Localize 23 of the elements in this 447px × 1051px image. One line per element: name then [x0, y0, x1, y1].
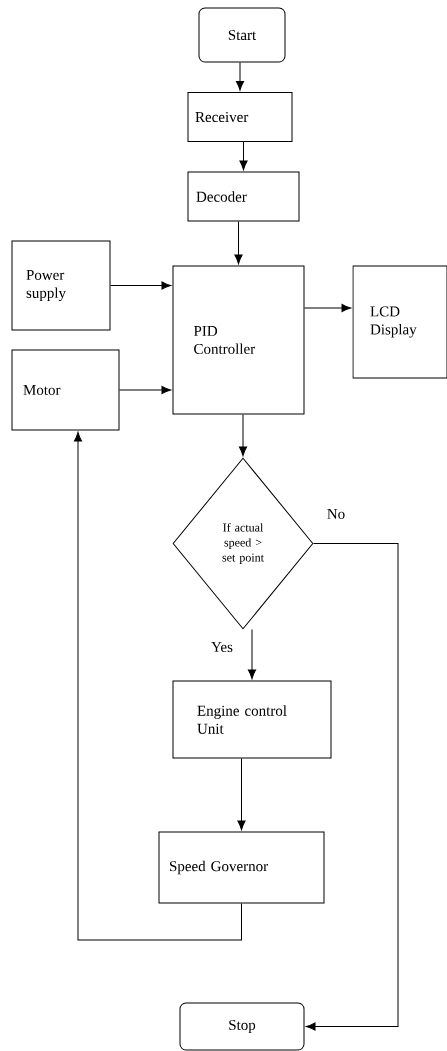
process-box: Power supply	[11, 240, 111, 331]
arrow	[237, 758, 246, 831]
process-box: LCD Display	[352, 265, 447, 379]
arrow	[110, 281, 172, 290]
arrow	[235, 62, 245, 91]
process-box: Engine control Unit	[172, 680, 332, 759]
arrow	[239, 141, 248, 171]
arrow	[119, 385, 172, 395]
arrow	[73, 431, 242, 941]
process-box: Speed Governor	[158, 831, 325, 904]
terminal-box: Stop	[179, 1002, 305, 1051]
arrow	[238, 414, 248, 457]
process-box: Receiver	[187, 92, 293, 142]
process-box: Motor	[11, 349, 120, 431]
edge-label: No	[325, 508, 347, 520]
arrow	[304, 303, 352, 313]
arrow	[305, 543, 399, 1031]
terminal-box: Start	[198, 7, 286, 63]
edge-label: Yes	[210, 641, 234, 653]
process-box: Decoder	[187, 171, 300, 222]
arrow	[234, 221, 243, 265]
process-box: PID Controller	[172, 265, 305, 415]
arrow	[247, 629, 257, 680]
